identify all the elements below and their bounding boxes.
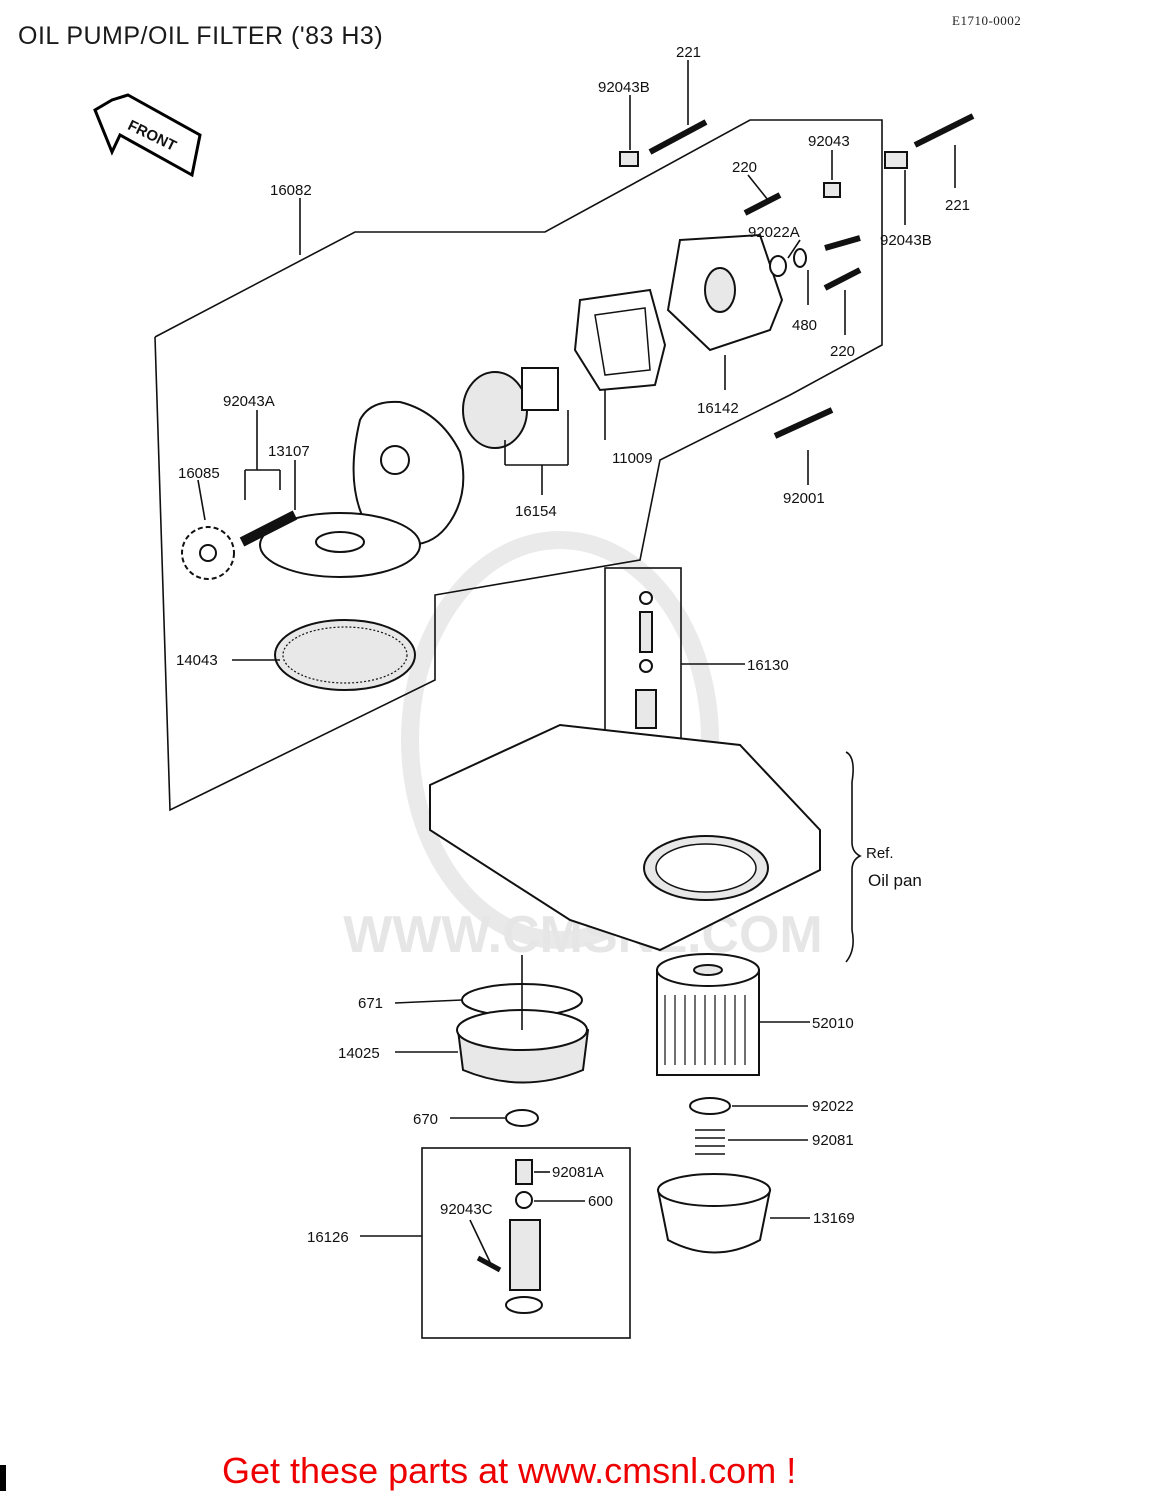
bolt-221-top (648, 119, 708, 155)
oil-pump-body (352, 400, 465, 546)
part-label-480: 480 (792, 317, 817, 334)
part-label-92043c: 92043C (440, 1201, 493, 1218)
part-label-52010: 52010 (812, 1015, 854, 1032)
clip-480 (793, 248, 807, 268)
watermark: WWW.CMSNL.COM (343, 531, 823, 964)
collar-92043b-right (884, 151, 908, 169)
part-label-13169: 13169 (813, 1210, 855, 1227)
leader-lines (197, 60, 956, 1263)
pump-outer-cover (666, 233, 784, 352)
pump-assembly-outline (154, 119, 883, 812)
bypass-valve-box (421, 1147, 631, 1339)
oil-filter-52010 (656, 953, 760, 1076)
o-ring-670 (505, 1109, 539, 1127)
part-label-14043: 14043 (176, 652, 218, 669)
part-label-13107: 13107 (268, 443, 310, 460)
part-label-671: 671 (358, 995, 383, 1012)
washer-92022 (689, 1097, 731, 1115)
part-label-92081: 92081 (812, 1132, 854, 1149)
pump-gasket (573, 288, 667, 392)
bolt-221-right (913, 113, 975, 148)
part-label-11009: 11009 (612, 450, 653, 467)
pump-shaft (239, 510, 298, 547)
part-label-92043a: 92043A (223, 393, 275, 410)
pump-cover-plate (259, 512, 421, 578)
bolt-220-top (743, 192, 782, 216)
part-label-14025: 14025 (338, 1045, 380, 1062)
part-label-221-right: 221 (945, 197, 970, 214)
diagram-code: E1710-0002 (952, 13, 1022, 28)
part-label-92022a: 92022A (748, 224, 800, 241)
collar-92043 (823, 182, 841, 198)
part-label-670: 670 (413, 1111, 438, 1128)
cta-link[interactable]: Get these parts at www.cmsnl.com ! (222, 1450, 797, 1491)
part-labels: 221 92043B 16082 220 92043 221 92022A 92… (176, 44, 970, 1246)
relief-valve-box (604, 567, 682, 741)
oil-screen (274, 619, 416, 691)
page-title: OIL PUMP/OIL FILTER ('83 H3) (18, 22, 384, 50)
part-label-16085: 16085 (178, 465, 220, 482)
part-label-92043b-right: 92043B (880, 232, 932, 249)
part-label-16130: 16130 (747, 657, 789, 674)
part-label-16126: 16126 (307, 1229, 349, 1246)
part-label-221-top: 221 (676, 44, 701, 61)
oil-pan-bracket (845, 751, 862, 963)
ref-label: Ref. (866, 845, 894, 862)
bolts-220-right (823, 235, 862, 291)
front-arrow-icon: FRONT (93, 93, 202, 178)
washer-92022a (769, 255, 787, 277)
part-label-92022: 92022 (812, 1098, 854, 1115)
part-label-220-right: 220 (830, 343, 855, 360)
filter-cover-14025 (456, 1009, 590, 1084)
part-label-600: 600 (588, 1193, 613, 1210)
edge-mark (0, 1465, 6, 1491)
oil-pump-sprocket (181, 526, 235, 580)
ref-name: Oil pan (868, 871, 922, 890)
parts-diagram: WWW.CMSNL.COM FRONT (93, 44, 975, 1339)
filter-case-13169 (656, 1173, 772, 1254)
part-label-92043: 92043 (808, 133, 850, 150)
part-label-220-top: 220 (732, 159, 757, 176)
part-label-92001: 92001 (783, 490, 825, 507)
part-label-92081a: 92081A (552, 1164, 604, 1181)
spring-92081 (695, 1129, 725, 1155)
part-label-92043b-top: 92043B (598, 79, 650, 96)
part-label-16154: 16154 (515, 503, 557, 520)
part-label-16082: 16082 (270, 182, 312, 199)
collar-92043b-top (619, 151, 639, 167)
bolt-92001 (773, 407, 834, 439)
part-label-16142: 16142 (697, 400, 739, 417)
pump-rotor (462, 367, 559, 449)
oil-pan (429, 723, 821, 952)
